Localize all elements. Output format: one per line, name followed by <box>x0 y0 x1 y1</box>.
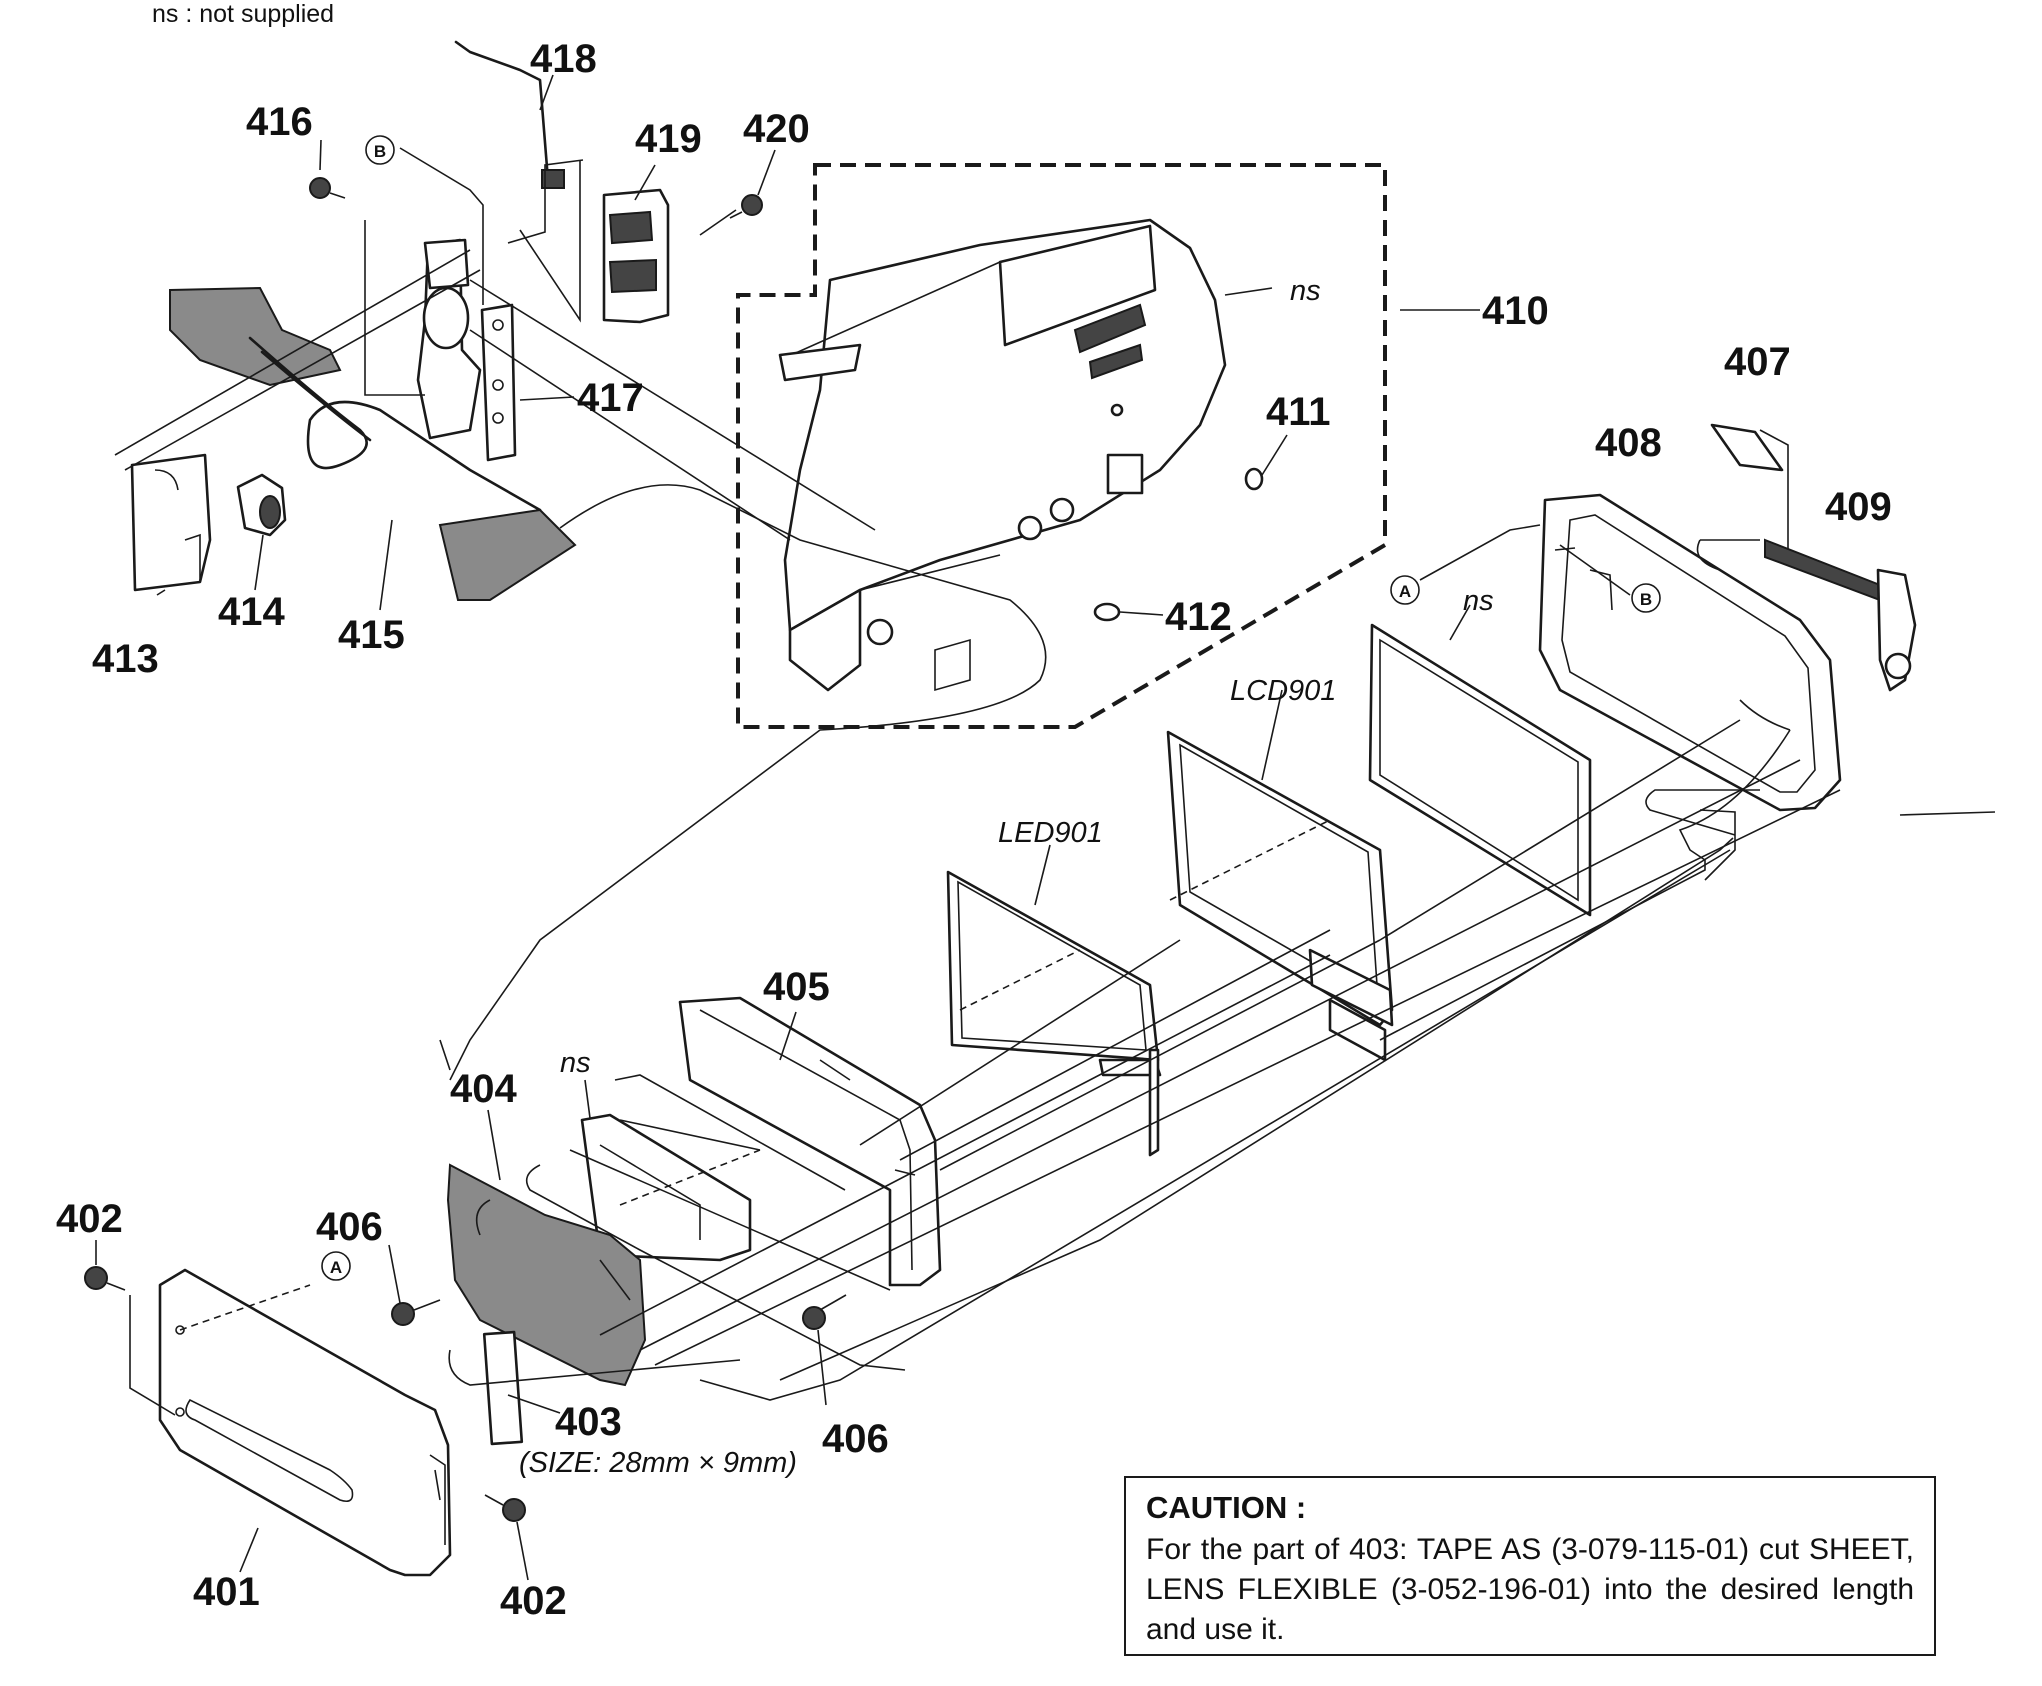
part-405-shape <box>678 996 942 1287</box>
leader-406a <box>388 1244 401 1304</box>
leader-led901 <box>1034 844 1051 906</box>
label-409: 409 <box>1825 485 1892 529</box>
lcd901-shape <box>1166 730 1394 1062</box>
leader-406b <box>817 1329 827 1406</box>
ns-sheet-shape <box>1368 623 1592 917</box>
guide-a-408 <box>1419 524 1541 581</box>
caution-box: CAUTION : For the part of 403: TAPE AS (… <box>1124 1476 1936 1656</box>
ref-b-lower: B <box>1640 590 1652 609</box>
ref-b-upper: B <box>374 142 386 161</box>
leader-402b <box>516 1521 529 1581</box>
label-416: 416 <box>246 100 313 144</box>
part-409-shape <box>1700 538 1917 692</box>
label-413: 413 <box>92 637 159 681</box>
part-406b-screw <box>802 1306 826 1330</box>
label-lcd901: LCD901 <box>1230 675 1336 707</box>
caution-text: For the part of 403: TAPE AS (3-079-115-… <box>1146 1533 1914 1646</box>
harness-routing-line <box>449 484 1047 1081</box>
label-406a: 406 <box>316 1205 383 1249</box>
part-404-shape <box>446 1163 647 1387</box>
label-ns-sheet: ns <box>1463 585 1494 617</box>
label-417: 417 <box>577 376 644 420</box>
leader-411 <box>1261 434 1288 476</box>
guide-402a <box>129 1295 176 1416</box>
part-412-shape <box>1093 602 1121 622</box>
part-402b-screw <box>502 1498 526 1522</box>
label-406b: 406 <box>822 1417 889 1461</box>
part-411-shape <box>1244 467 1264 491</box>
label-410: 410 <box>1482 289 1549 333</box>
led901-shape <box>946 870 1162 1157</box>
alignment-lines <box>439 699 1996 1401</box>
leader-405 <box>779 1011 797 1061</box>
label-403: 403 <box>555 1400 622 1444</box>
label-401: 401 <box>193 1570 260 1614</box>
ref-a-circle-upper <box>1390 575 1420 605</box>
guide-b-408 <box>1559 544 1631 596</box>
leader-412 <box>1119 611 1164 616</box>
ref-a-lower: A <box>330 1258 342 1277</box>
leader-419 <box>634 164 656 201</box>
leader-413 <box>156 589 166 596</box>
size-note: (SIZE: 28mm × 9mm) <box>519 1447 797 1479</box>
ref-b-circle-upper <box>365 135 395 165</box>
part-407-shape <box>1710 423 1784 472</box>
cabinet-housing <box>778 218 1227 692</box>
leader-ns-housing <box>1224 287 1273 296</box>
leader-403 <box>507 1394 561 1414</box>
leader-418 <box>539 74 554 111</box>
leader-415 <box>379 519 393 611</box>
screw-406a-shaft <box>413 1299 441 1311</box>
ref-b-circle-lower <box>1631 583 1661 613</box>
ref-a-upper: A <box>1399 582 1411 601</box>
leader-lcd901 <box>1261 689 1283 781</box>
part-406a-screw <box>391 1302 415 1326</box>
label-415: 415 <box>338 613 405 657</box>
assembly-410-boundary <box>736 163 1387 729</box>
label-led901: LED901 <box>998 817 1103 849</box>
label-405: 405 <box>763 965 830 1009</box>
guide-407 <box>1759 429 1789 565</box>
leader-417 <box>519 396 575 401</box>
ref-a-circle-lower <box>321 1251 351 1281</box>
leader-414 <box>254 534 264 591</box>
part-401-shape <box>158 1268 452 1577</box>
label-404: 404 <box>450 1067 517 1111</box>
arc-408 <box>1696 539 1721 571</box>
leader-416 <box>319 139 322 171</box>
screw-406b-shaft <box>819 1294 847 1311</box>
caution-title: CAUTION : <box>1146 1490 1307 1525</box>
leader-ns-inner <box>584 1079 591 1119</box>
leader-404 <box>487 1109 501 1181</box>
label-411: 411 <box>1266 390 1331 434</box>
label-408: 408 <box>1595 421 1662 465</box>
label-420: 420 <box>743 107 810 151</box>
label-412: 412 <box>1165 595 1232 639</box>
leader-420 <box>757 149 776 196</box>
leader-ns-sheet <box>1449 604 1471 641</box>
label-ns-housing: ns <box>1290 275 1321 307</box>
part-402a-screw <box>84 1266 108 1290</box>
label-407: 407 <box>1724 340 1791 384</box>
label-402a: 402 <box>56 1197 123 1241</box>
label-414: 414 <box>218 590 285 634</box>
legend-note: ns : not supplied <box>152 0 334 28</box>
screw-402a-shaft <box>106 1282 126 1291</box>
part-403-shape <box>482 1330 524 1446</box>
hinge-harness-group <box>114 40 876 601</box>
leader-401 <box>239 1527 259 1573</box>
screw-402b-shaft <box>484 1494 504 1506</box>
label-ns-inner: ns <box>560 1047 591 1079</box>
label-419: 419 <box>635 117 702 161</box>
label-418: 418 <box>530 37 597 81</box>
guide-a-401 <box>179 1284 311 1331</box>
label-402b: 402 <box>500 1579 567 1623</box>
